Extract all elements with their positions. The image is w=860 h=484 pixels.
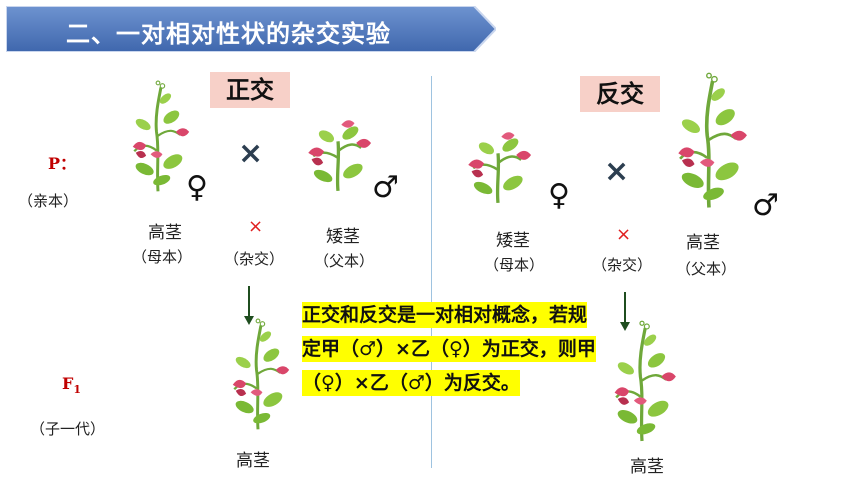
cross-label-right: （杂交） [592,256,653,274]
cross-mark-right: × [604,154,630,189]
tall-plant-f1-left [231,317,291,431]
cross-mark-left: × [238,136,264,171]
p-sub-label: （亲本） [18,192,79,210]
f1-label: F1 [62,374,82,397]
cross-label-left: （杂交） [224,250,285,268]
male-symbol-right: ♂ [752,188,779,223]
down-arrow-right [620,292,630,331]
definition-note: 正交和反交是一对相对概念，若规定甲（♂）×乙（♀）为正交，则甲（♀）×乙（♂）为… [302,302,596,396]
father-name-left: 矮茎 [326,227,360,247]
female-symbol-left: ♀ [186,170,208,205]
p-label: P： [48,154,77,173]
mother-role-left: （母本） [132,248,193,266]
f1-name-right: 高茎 [630,457,664,477]
short-plant-father-left [306,118,373,193]
mother-name-right: 矮茎 [496,231,530,251]
f1-sub-label: （子一代） [30,420,106,438]
mother-name-left: 高茎 [148,223,182,243]
mother-role-right: （母本） [484,256,545,274]
fanjiao-tag: 反交 [580,76,660,112]
f1-name-left: 高茎 [236,451,270,471]
zhengjiao-tag: 正交 [210,72,290,108]
page-title: 二、一对相对性状的杂交实验 [66,20,391,48]
tall-plant-father-right [676,71,749,210]
cross-small-right: × [616,224,632,245]
title-banner [6,6,496,52]
cross-small-left: × [248,216,264,237]
center-divider [431,76,432,468]
father-role-right: （父本） [676,260,737,278]
tall-plant-f1-right [612,319,678,443]
female-symbol-right: ♀ [548,178,570,213]
father-role-left: （父本） [314,252,375,270]
short-plant-mother-right [466,130,533,205]
male-symbol-left: ♂ [372,170,399,205]
down-arrow-left [244,286,254,325]
father-name-right: 高茎 [686,233,720,253]
